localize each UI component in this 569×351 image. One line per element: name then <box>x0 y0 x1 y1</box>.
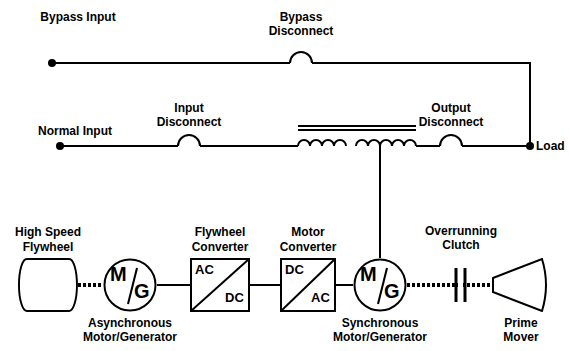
part-name: Prime Mover <box>493 316 549 345</box>
center-tap-wire <box>379 146 381 258</box>
motor-generator: MGSynchronous Motor/Generator <box>353 258 407 312</box>
symbol-letter: AC <box>195 263 214 276</box>
output-disconnect-symbol <box>440 135 462 146</box>
part-label: Overrunning Clutch <box>419 224 503 253</box>
transformer-primary <box>298 140 346 146</box>
dc-link <box>250 284 280 286</box>
clutch-gap <box>458 280 463 290</box>
machine-circle <box>355 260 406 311</box>
converter-outline <box>191 259 249 311</box>
part-label: Input Disconnect <box>149 101 229 130</box>
dc-link <box>336 284 353 286</box>
converter-box: Flywheel ConverterACDC <box>190 258 250 312</box>
diagonal <box>191 259 249 311</box>
terminal-dot <box>526 142 534 150</box>
part-label: Bypass Input <box>40 10 116 24</box>
motor-generator: MGAsynchronous Motor/Generator <box>103 258 157 312</box>
part-label: Load <box>536 139 565 153</box>
diagonal <box>281 259 335 311</box>
machine-circle <box>105 260 156 311</box>
node-outline <box>18 258 78 312</box>
part-name: Motor Converter <box>270 225 346 254</box>
transformer-secondary <box>356 140 416 146</box>
flywheel: High Speed Flywheel <box>18 258 78 312</box>
node-outline <box>492 258 550 312</box>
bypass-wire <box>52 63 530 146</box>
input-disconnect-symbol <box>178 135 200 146</box>
symbol-letter: DC <box>225 291 244 304</box>
part-label: Output Disconnect <box>411 101 491 130</box>
part-name: Flywheel Converter <box>182 225 258 254</box>
shaft <box>407 283 492 287</box>
symbol-letter: M <box>360 264 377 284</box>
part-label: Bypass Disconnect <box>261 10 341 39</box>
part-name: Synchronous Motor/Generator <box>325 316 435 345</box>
output-wire <box>416 145 530 147</box>
symbol-letter: AC <box>311 291 330 304</box>
part-name: Asynchronous Motor/Generator <box>75 316 185 345</box>
flywheel-cylinder <box>19 259 77 311</box>
part-label: Normal Input <box>38 124 112 138</box>
symbol-letter: G <box>384 281 400 301</box>
symbol-letter: DC <box>285 263 304 276</box>
converter-box: Motor ConverterDCAC <box>280 258 336 312</box>
clutch-plates <box>456 268 465 302</box>
dc-link <box>157 284 190 286</box>
prime-mover: Prime Mover <box>492 258 550 312</box>
bypass-disconnect-symbol <box>290 52 312 63</box>
terminal-dot <box>56 142 64 150</box>
shaft <box>78 283 103 287</box>
part-name: High Speed Flywheel <box>10 225 86 254</box>
converter-outline <box>281 259 335 311</box>
prime-mover-cone <box>493 259 546 311</box>
symbol-letter: G <box>134 281 150 301</box>
transformer-core <box>298 126 416 130</box>
symbol-letter: M <box>110 264 127 284</box>
terminal-dot <box>48 59 56 67</box>
